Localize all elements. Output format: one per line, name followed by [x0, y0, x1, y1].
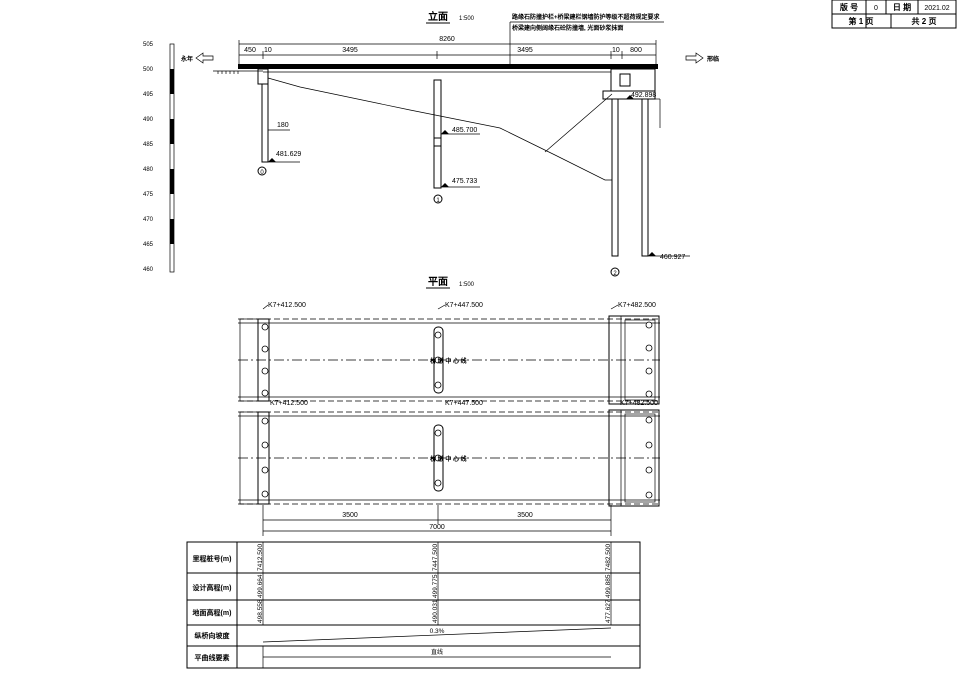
- dim-800: 800: [630, 47, 642, 54]
- page-current: 第 1 页: [849, 16, 874, 26]
- dim-10-right: 10: [612, 47, 620, 54]
- row-label-curve: 平曲线要素: [195, 653, 230, 662]
- pier-label-1: 1: [436, 198, 440, 204]
- pier2-top-elev: 492.898: [631, 92, 656, 99]
- row-label-ground-elev: 地面高程(m): [193, 608, 232, 617]
- span-dim-left: 3500: [342, 512, 358, 519]
- station-top-mid: K7+447.500: [445, 302, 483, 309]
- span-dim-right: 3500: [517, 512, 533, 519]
- elevation-title: 立面: [428, 10, 448, 23]
- left-direction-arrow-icon: [195, 52, 214, 64]
- left-direction-label: 永年: [180, 55, 193, 63]
- slope-value: 0.3%: [430, 628, 445, 635]
- scale-tick-475: 475: [143, 192, 154, 198]
- station-top-left: K7+412.500: [268, 302, 306, 309]
- pier1-bottom-elev: 475.733: [452, 178, 477, 185]
- plan-lower-deck: 桥 墩 中 心 线: [238, 409, 660, 507]
- scale-tick-490: 490: [143, 117, 154, 123]
- title-block: 版 号 0 日 期 2021.02 第 1 页 共 2 页: [831, 0, 957, 29]
- scale-tick-495: 495: [143, 92, 154, 98]
- version-label: 版 号: [839, 2, 858, 12]
- design-elev-value-0: 499.664: [257, 574, 264, 598]
- centerline-label-bottom: 桥 墩 中 心 线: [430, 455, 467, 463]
- overall-length: 8260: [439, 36, 455, 43]
- pier1-mid-elev: 485.700: [452, 127, 477, 134]
- design-elev-value-1: 499.775: [432, 574, 439, 598]
- station-top-right: K7+482.500: [618, 302, 656, 309]
- date-value: 2021.02: [924, 5, 949, 12]
- ground-line: [267, 77, 612, 181]
- abutment-2: 492.898 460.927 2: [602, 68, 690, 277]
- pier0-mid-elev: 180: [277, 122, 289, 129]
- design-elev-value-2: 499.885: [605, 574, 612, 598]
- station-value-2: 7482.500: [605, 544, 612, 571]
- scale-tick-470: 470: [143, 217, 154, 223]
- centerline-label-top: 桥 墩 中 心 线: [430, 357, 467, 365]
- plan-scale: 1:500: [459, 282, 475, 288]
- station-mid-left: K7+412.500: [270, 400, 308, 407]
- pier-label-0: 0: [260, 170, 264, 176]
- total-dim: 7000: [429, 524, 445, 531]
- plan-view: 平面 1:500 K7+412.500 K7+447.500 K7+482.50…: [238, 276, 660, 536]
- profile-table: 里程桩号(m) 设计高程(m) 地面高程(m) 纵桥向坡度 平曲线要素 7412…: [186, 541, 641, 669]
- scale-tick-485: 485: [143, 142, 154, 148]
- row-label-slope: 纵桥向坡度: [195, 631, 231, 640]
- right-direction-arrow-icon: [685, 52, 704, 64]
- plan-title: 平面: [428, 276, 448, 288]
- scale-tick-500: 500: [143, 67, 154, 73]
- note-line-1: 路缘石防撞护栏+桥梁建栏钢墙防护等级不超荷规定要求: [512, 13, 661, 21]
- row-label-station: 里程桩号(m): [193, 554, 232, 563]
- dim-450: 450: [244, 47, 256, 54]
- plan-upper-deck: 桥 墩 中 心 线: [238, 315, 660, 405]
- pier-label-2: 2: [613, 271, 617, 277]
- scale-tick-480: 480: [143, 167, 154, 173]
- date-label: 日 期: [893, 2, 911, 12]
- dim-10-left: 10: [264, 47, 272, 54]
- pier-1: 485.700 475.733 1: [433, 79, 480, 204]
- station-value-0: 7412.500: [257, 544, 264, 571]
- ground-elev-value-0: 498.558: [257, 599, 264, 623]
- scale-tick-465: 465: [143, 242, 154, 248]
- dim-3495-right: 3495: [517, 47, 533, 54]
- page-total: 共 2 页: [912, 16, 937, 26]
- pier0-bottom-elev: 481.629: [276, 151, 301, 158]
- version-value: 0: [874, 5, 878, 12]
- note-line-2: 桥梁建向侧阔缘石砼防撞墙, 光面砂浆抹面: [512, 24, 623, 32]
- pier2-bottom-elev: 460.927: [660, 254, 685, 261]
- station-value-1: 7447.500: [432, 544, 439, 571]
- scale-tick-460: 460: [143, 267, 154, 273]
- station-mid-right: K7+482.500: [620, 400, 658, 407]
- right-direction-label: 邢临: [706, 55, 719, 63]
- elevation-view: 立面 1:500 路缘石防撞护栏+桥梁建栏钢墙防护等级不超荷规定要求 桥梁建向侧…: [143, 10, 719, 277]
- dim-3495-left: 3495: [342, 47, 358, 54]
- elevation-scale-bar: 505 500 495 490 485 480 475 470 465 460: [143, 42, 175, 273]
- scale-tick-505: 505: [143, 42, 154, 48]
- bridge-deck: [238, 64, 658, 69]
- abutment-0: 180 481.629 0: [257, 68, 301, 176]
- ground-elev-value-1: 490.031: [432, 599, 439, 623]
- station-mid-mid: K7+447.500: [445, 400, 483, 407]
- row-label-design-elev: 设计高程(m): [193, 583, 232, 592]
- curve-value: 直线: [431, 648, 443, 656]
- elevation-scale: 1:500: [459, 16, 475, 22]
- ground-elev-value-2: 477.627: [605, 599, 612, 623]
